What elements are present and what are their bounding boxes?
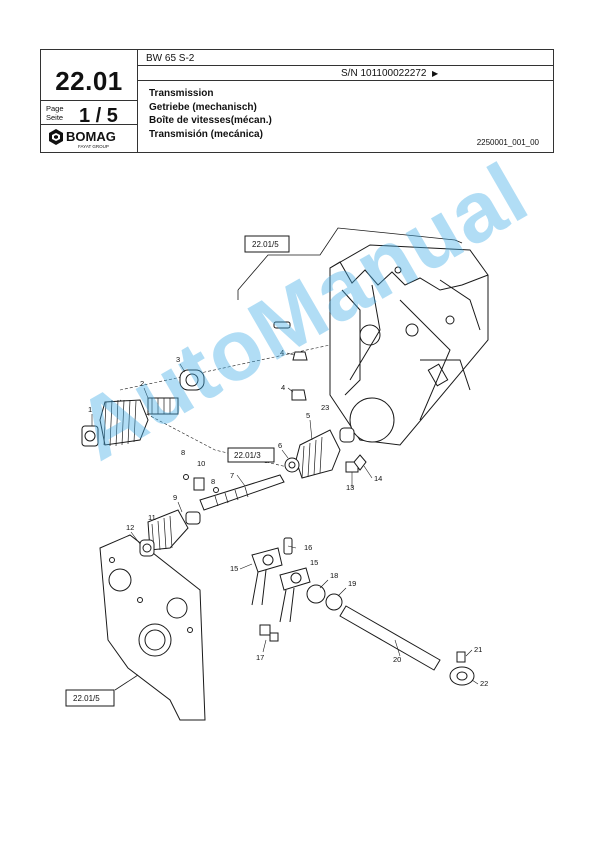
- serial-arrow-icon: ▶: [432, 69, 439, 78]
- model-name: BW 65 S-2: [146, 53, 195, 64]
- counter-gear-assembly: [284, 427, 367, 479]
- ref-label: 22.01/3: [234, 451, 261, 460]
- callout-label: 1: [88, 405, 92, 414]
- document-id: 2250001_001_00: [476, 138, 539, 147]
- selector-shaft-assembly: [306, 584, 475, 686]
- callout-label: 12: [126, 523, 134, 532]
- ref-box-top: [244, 235, 290, 253]
- callout-label: 23: [321, 403, 329, 412]
- callout-label: 16: [304, 543, 312, 552]
- callout-label: 6: [278, 441, 282, 450]
- shift-fork-assembly: [251, 537, 311, 642]
- ref-box-middle: [227, 447, 275, 463]
- page-number: 22.01: [55, 66, 123, 96]
- callout-label: 9: [173, 493, 177, 502]
- callout-label: 10: [197, 459, 205, 468]
- part-callouts: 1 2 3 4 4 5 6 7 8 8 9 10 11 12 13 14 15 …: [88, 348, 488, 688]
- header-rule: [137, 65, 553, 66]
- leader-lines: [91, 352, 479, 685]
- svg-text:FAYAT GROUP: FAYAT GROUP: [78, 144, 109, 149]
- title-list: Transmission Getriebe (mechanisch) Boîte…: [149, 87, 272, 141]
- callout-label: 15: [230, 564, 238, 573]
- callout-label: 7: [230, 471, 234, 480]
- callout-label: 15: [310, 558, 318, 567]
- callout-label: 20: [393, 655, 401, 664]
- callout-label: 4: [280, 348, 284, 357]
- header-divider: [137, 50, 138, 152]
- header-rule: [137, 80, 553, 81]
- page-label: Page: [46, 104, 64, 113]
- callout-label: 22: [480, 679, 488, 688]
- callout-label: 8: [181, 448, 185, 457]
- callout-label: 4: [281, 383, 285, 392]
- callout-label: 3: [176, 355, 180, 364]
- page-count: 1 / 5: [79, 105, 118, 127]
- title-fr: Boîte de vitesses(mécan.): [149, 115, 272, 126]
- callout-label: 14: [374, 474, 382, 483]
- callout-label: 8: [211, 477, 215, 486]
- ref-box-bottom: [65, 689, 115, 707]
- bolts-and-dowels: [273, 321, 308, 401]
- callout-label: 5: [306, 411, 310, 420]
- gearbox-cover: [99, 534, 206, 721]
- ref-label: 22.01/5: [252, 240, 279, 249]
- callout-label: 18: [330, 571, 338, 580]
- callout-label: 2: [140, 379, 144, 388]
- callout-label: 21: [474, 645, 482, 654]
- ref-label: 22.01/5: [73, 694, 100, 703]
- callout-label: 11: [148, 513, 156, 522]
- callout-label: 19: [348, 579, 356, 588]
- callout-label: 17: [256, 653, 264, 662]
- input-gear-assembly: [81, 369, 205, 447]
- gearbox-housing: [329, 244, 489, 446]
- svg-text:BOMAG: BOMAG: [66, 129, 116, 144]
- page-label-de: Seite: [46, 113, 64, 122]
- header-rule: [41, 100, 137, 101]
- header-block: BW 65 S-2 S/N 101100022272 ▶ 22.01 Page …: [40, 49, 554, 153]
- title-es: Transmisión (mecánica): [149, 128, 263, 140]
- title-en: Transmission: [149, 88, 214, 99]
- callout-label: 13: [346, 483, 354, 492]
- bomag-logo: BOMAG FAYAT GROUP: [47, 126, 133, 150]
- header-rule: [41, 124, 137, 125]
- reference-boxes: [65, 235, 290, 707]
- main-shaft-assembly: [139, 457, 285, 557]
- title-de: Getriebe (mechanisch): [149, 101, 257, 113]
- serial-number: S/N 101100022272 ▶: [341, 68, 439, 79]
